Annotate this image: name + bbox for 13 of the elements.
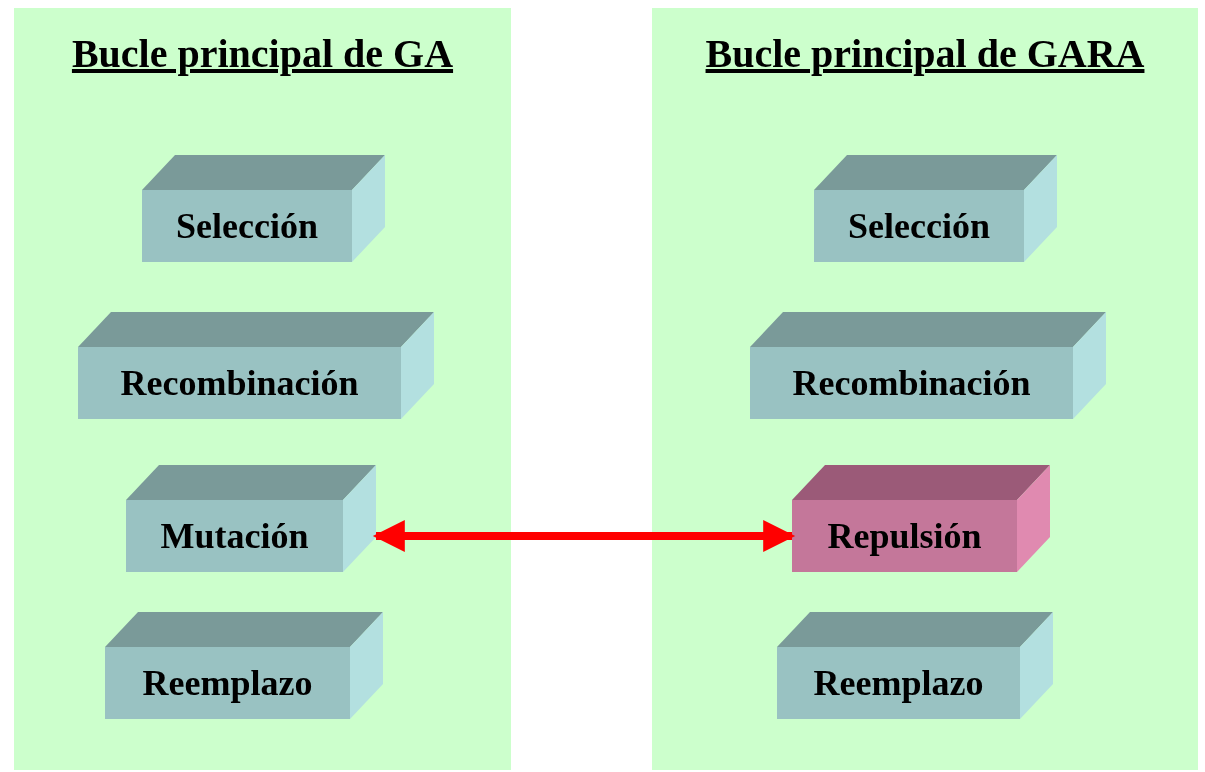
- block-label: Recombinación: [120, 362, 359, 404]
- block-label: Selección: [848, 205, 990, 247]
- panel-heading: Bucle principal de GA: [70, 30, 455, 77]
- block-label: Selección: [176, 205, 318, 247]
- panel-background: [652, 8, 1198, 770]
- block-label: Repulsión: [827, 515, 982, 557]
- block-label: Reemplazo: [142, 662, 313, 704]
- double-headed-arrow: [372, 520, 796, 552]
- block-label: Mutación: [160, 515, 309, 557]
- panel-background: [14, 8, 511, 770]
- panel-heading: Bucle principal de GARA: [704, 30, 1146, 77]
- block-label: Recombinación: [792, 362, 1031, 404]
- block-label: Reemplazo: [813, 662, 984, 704]
